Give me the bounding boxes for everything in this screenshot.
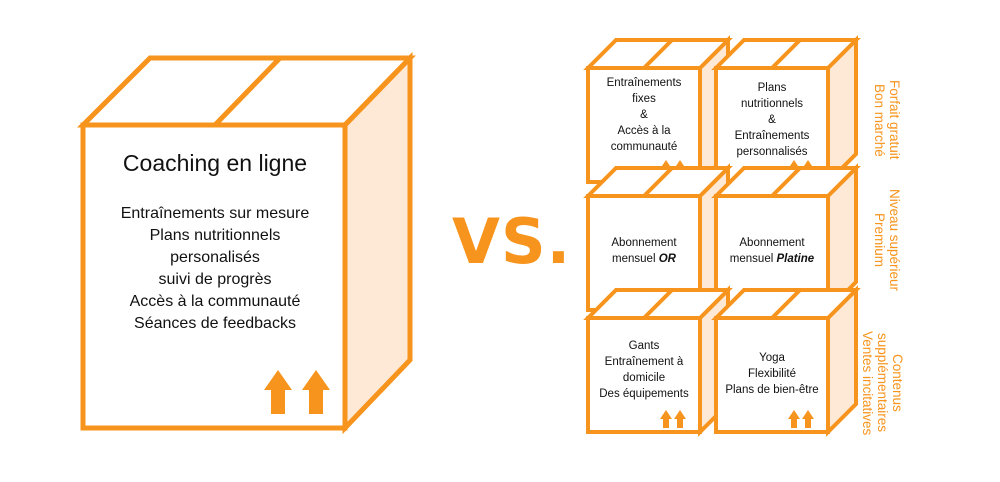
big-box-arrows-icon — [264, 370, 330, 414]
box-line: Abonnement — [739, 237, 805, 249]
double-up-arrow-icon — [660, 410, 686, 428]
small-box — [583, 285, 733, 437]
feature-item: Séances de feedbacks — [134, 315, 296, 332]
box-line: Plans de bien-être — [725, 384, 819, 396]
box-equipment: Gants Entraînement à domicile Des équipe… — [588, 338, 700, 402]
tier-name: OR — [658, 253, 676, 265]
box-platinum-subscription: Abonnement mensuel Platine — [716, 235, 828, 267]
box-line: nutritionnels — [740, 98, 803, 110]
tier-label-free: Forfait gratuit Bon marché — [872, 55, 902, 185]
box-line: Abonnement — [611, 237, 677, 249]
double-up-arrow-icon — [788, 410, 814, 428]
box-line: mensuel OR — [588, 251, 700, 267]
box-line: Entraînement à — [604, 356, 684, 368]
box-line: & — [640, 109, 648, 121]
big-box-title: Coaching en ligne — [122, 150, 308, 176]
box-line: fixes — [632, 93, 656, 105]
box-line: Des équipements — [599, 388, 689, 400]
box-fixed-training: Entraînements fixes & Accès à la communa… — [588, 75, 700, 155]
box-line: Accès à la — [617, 125, 671, 137]
small-boxes-grid — [583, 35, 861, 437]
box-line-text: mensuel — [612, 253, 659, 265]
feature-item: Entraînements sur mesure — [120, 205, 310, 222]
tier-label-premium: Niveau supérieur Premium — [872, 178, 902, 303]
box-line: Yoga — [759, 352, 785, 364]
feature-item: Plans nutritionnels — [149, 227, 281, 244]
box-line: communauté — [610, 141, 678, 153]
small-box — [711, 163, 861, 315]
tier-line: Premium — [872, 213, 887, 268]
tier-line: Niveau supérieur — [887, 189, 902, 292]
box-line: Plans — [757, 82, 787, 94]
box-line: Flexibilité — [748, 368, 796, 380]
small-box — [711, 285, 861, 437]
tier-line: Bon marché — [872, 83, 887, 157]
box-line: mensuel Platine — [716, 251, 828, 267]
box-nutrition-plans: Plans nutritionnels & Entraînements pers… — [716, 80, 828, 160]
big-box-features: Entraînements sur mesure Plans nutrition… — [100, 203, 330, 335]
box-line: Entraînements — [734, 130, 810, 142]
box-line: Gants — [628, 340, 660, 352]
box-line: Entraînements — [606, 77, 682, 89]
tier-line: Ventes incitatives — [860, 330, 875, 436]
box-line: & — [768, 114, 776, 126]
tier-line: Contenus — [890, 354, 905, 412]
tier-line: Forfait gratuit — [887, 80, 902, 160]
tier-line: supplémentaires — [875, 333, 890, 433]
feature-item: personalisés — [170, 249, 260, 266]
feature-item: Accès à la communauté — [129, 293, 301, 310]
box-wellness: Yoga Flexibilité Plans de bien-être — [716, 350, 828, 398]
big-box — [76, 51, 416, 435]
box-line: personnalisés — [736, 146, 808, 158]
tier-name: Platine — [776, 253, 815, 265]
tier-label-upsell: Contenus supplémentaires Ventes incitati… — [860, 318, 905, 448]
vs-label: VS. — [452, 205, 572, 278]
box-line-text: mensuel — [729, 253, 777, 265]
feature-item: suivi de progrès — [158, 271, 272, 288]
box-gold-subscription: Abonnement mensuel OR — [588, 235, 700, 267]
box-line: domicile — [622, 372, 666, 384]
